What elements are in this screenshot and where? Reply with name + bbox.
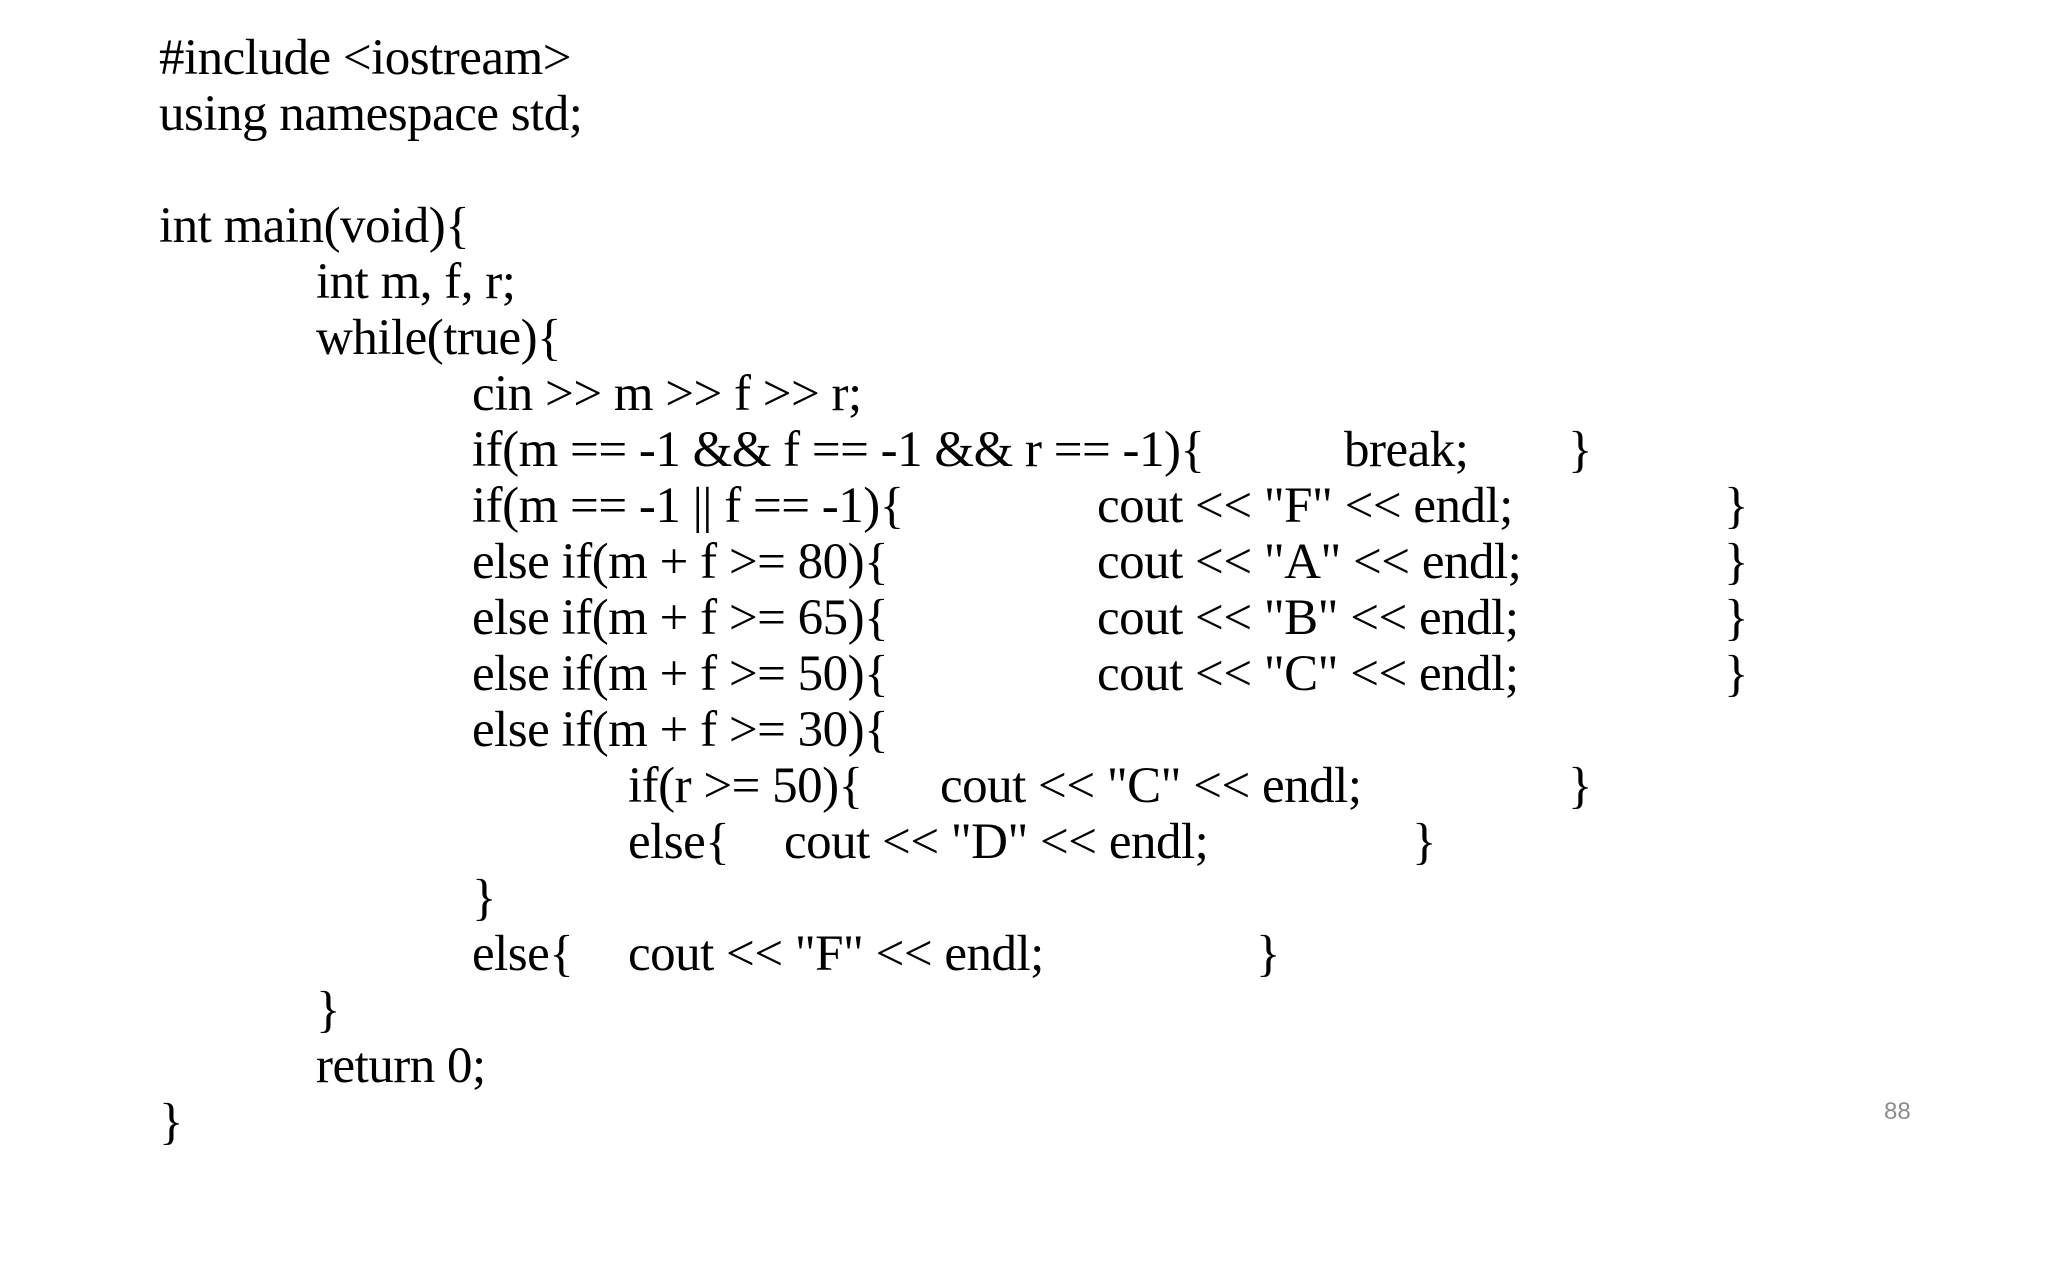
code-text: cout << "C" << endl;: [1097, 646, 1519, 702]
code-text: while(true){: [316, 310, 562, 366]
code-line-cin: cin >> m >> f >> r;: [472, 366, 862, 534]
code-text: }: [1568, 422, 1592, 478]
code-text: else if(m + f >= 50){: [472, 646, 889, 702]
code-text: else if(m + f >= 30){: [472, 702, 889, 758]
code-text: else{: [472, 926, 574, 982]
code-line-elif-a: else if(m + f >= 80){ cout << "A" << end…: [472, 534, 1748, 814]
code-text: using namespace std;: [159, 86, 583, 142]
code-text: if(m == -1 && f == -1 && r == -1){: [472, 422, 1205, 478]
code-line-inner-if: if(r >= 50){ cout << "C" << endl; }: [628, 758, 1592, 1038]
code-line-else: else{ cout << "F" << endl; }: [472, 926, 1280, 1206]
code-text: }: [1724, 646, 1748, 702]
code-text: cin >> m >> f >> r;: [472, 366, 862, 422]
code-text: }: [1724, 534, 1748, 590]
code-line-include: #include <iostream>: [159, 30, 572, 198]
code-text: if(m == -1 || f == -1){: [472, 478, 904, 534]
code-text: }: [159, 1094, 183, 1150]
code-text: else{: [628, 814, 730, 870]
code-line-elif-c: else if(m + f >= 50){ cout << "C" << end…: [472, 646, 1748, 926]
code-text: cout << "D" << endl;: [784, 814, 1209, 870]
code-line-return: return 0;: [316, 1038, 486, 1206]
code-text: else if(m + f >= 65){: [472, 590, 889, 646]
code-text: cout << "A" << endl;: [1097, 534, 1522, 590]
code-line-decl: int m, f, r;: [316, 254, 516, 422]
code-text: return 0;: [316, 1038, 486, 1094]
code-line-using: using namespace std;: [159, 86, 583, 254]
code-text: }: [1412, 814, 1436, 870]
code-text: cout << "C" << endl;: [940, 758, 1362, 814]
code-line-inner-else: else{ cout << "D" << endl; }: [628, 814, 1436, 1094]
code-text: int m, f, r;: [316, 254, 516, 310]
code-line-while-close: }: [316, 982, 365, 1150]
code-line-if-break: if(m == -1 && f == -1 && r == -1){ break…: [472, 422, 1592, 702]
code-text: cout << "B" << endl;: [1097, 590, 1519, 646]
code-text: }: [1256, 926, 1280, 982]
code-text: }: [1724, 478, 1748, 534]
code-line-main-close: }: [159, 1094, 208, 1262]
code-line-elif-30-close: }: [472, 870, 521, 1038]
code-text: int main(void){: [159, 198, 470, 254]
code-line-elif-30: else if(m + f >= 30){: [472, 702, 889, 870]
code-text: }: [1724, 590, 1748, 646]
code-line-main-open: int main(void){: [159, 198, 470, 366]
code-line-elif-b: else if(m + f >= 65){ cout << "B" << end…: [472, 590, 1748, 870]
code-text: }: [472, 870, 496, 926]
code-text: if(r >= 50){: [628, 758, 863, 814]
code-text: #include <iostream>: [159, 30, 572, 86]
code-text: else if(m + f >= 80){: [472, 534, 889, 590]
code-text: cout << "F" << endl;: [1097, 478, 1513, 534]
slide: #include <iostream> using namespace std;…: [159, 30, 1911, 1150]
code-line-if-f: if(m == -1 || f == -1){ cout << "F" << e…: [472, 478, 1748, 758]
code-text: }: [316, 982, 340, 1038]
code-line-while-open: while(true){: [316, 310, 562, 478]
code-text: }: [1568, 758, 1592, 814]
code-text: break;: [1344, 422, 1469, 478]
page-number: 88: [1884, 1098, 1911, 1125]
code-text: cout << "F" << endl;: [628, 926, 1044, 982]
